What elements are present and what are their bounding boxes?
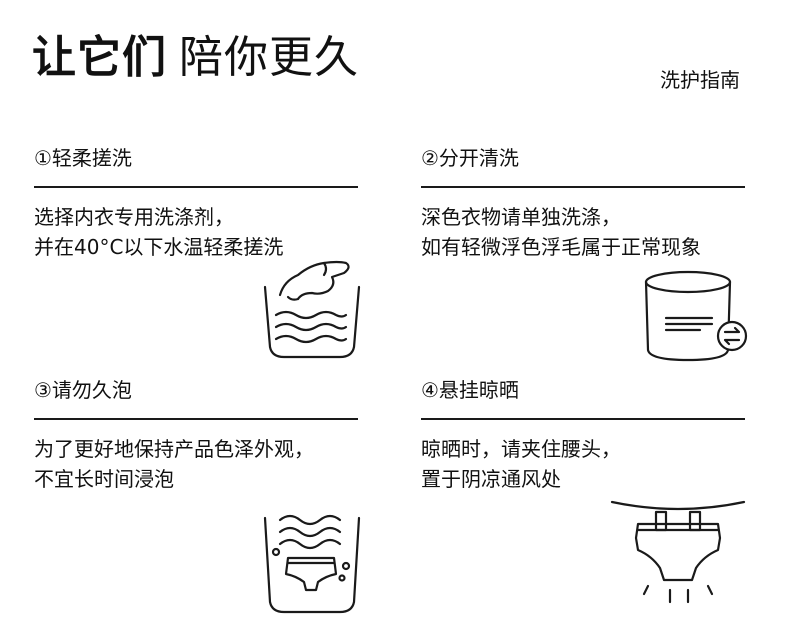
title-part-1: 让它们 [32, 32, 167, 83]
section-description: 晾晒时，请夹住腰头， 置于阴凉通风处 [421, 434, 751, 494]
soaking-basin-icon [262, 508, 362, 620]
section-hang-dry: ④悬挂晾晒 晾晒时，请夹住腰头， 置于阴凉通风处 [421, 380, 751, 494]
description-line: 为了更好地保持产品色泽外观， [34, 437, 314, 461]
page-subtitle: 洗护指南 [660, 68, 740, 92]
section-description: 深色衣物请单独洗涤， 如有轻微浮色浮毛属于正常现象 [421, 202, 751, 262]
description-line: 并在40°C以下水温轻柔搓洗 [34, 235, 284, 259]
section-divider [421, 186, 745, 188]
separate-wash-bucket-icon [640, 268, 755, 368]
description-line: 置于阴凉通风处 [421, 467, 561, 491]
description-line: 如有轻微浮色浮毛属于正常现象 [421, 235, 701, 259]
section-divider [421, 418, 745, 420]
page-title: 让它们陪你更久 [32, 36, 359, 80]
section-description: 选择内衣专用洗涤剂， 并在40°C以下水温轻柔搓洗 [34, 202, 364, 262]
section-heading: ③请勿久泡 [34, 378, 132, 402]
title-part-2: 陪你更久 [179, 32, 359, 83]
section-gentle-wash: ①轻柔搓洗 选择内衣专用洗涤剂， 并在40°C以下水温轻柔搓洗 [34, 148, 364, 262]
section-heading: ①轻柔搓洗 [34, 146, 132, 170]
section-divider [34, 418, 358, 420]
description-line: 深色衣物请单独洗涤， [421, 205, 621, 229]
hanging-dry-icon [608, 490, 748, 610]
section-separate-wash: ②分开清洗 深色衣物请单独洗涤， 如有轻微浮色浮毛属于正常现象 [421, 148, 751, 262]
description-line: 选择内衣专用洗涤剂， [34, 205, 234, 229]
description-line: 不宜长时间浸泡 [34, 467, 174, 491]
section-description: 为了更好地保持产品色泽外观， 不宜长时间浸泡 [34, 434, 364, 494]
section-heading: ②分开清洗 [421, 146, 519, 170]
description-line: 晾晒时，请夹住腰头， [421, 437, 621, 461]
section-divider [34, 186, 358, 188]
hand-washing-basin-icon [262, 255, 362, 365]
section-heading: ④悬挂晾晒 [421, 378, 519, 402]
section-no-long-soak: ③请勿久泡 为了更好地保持产品色泽外观， 不宜长时间浸泡 [34, 380, 364, 494]
